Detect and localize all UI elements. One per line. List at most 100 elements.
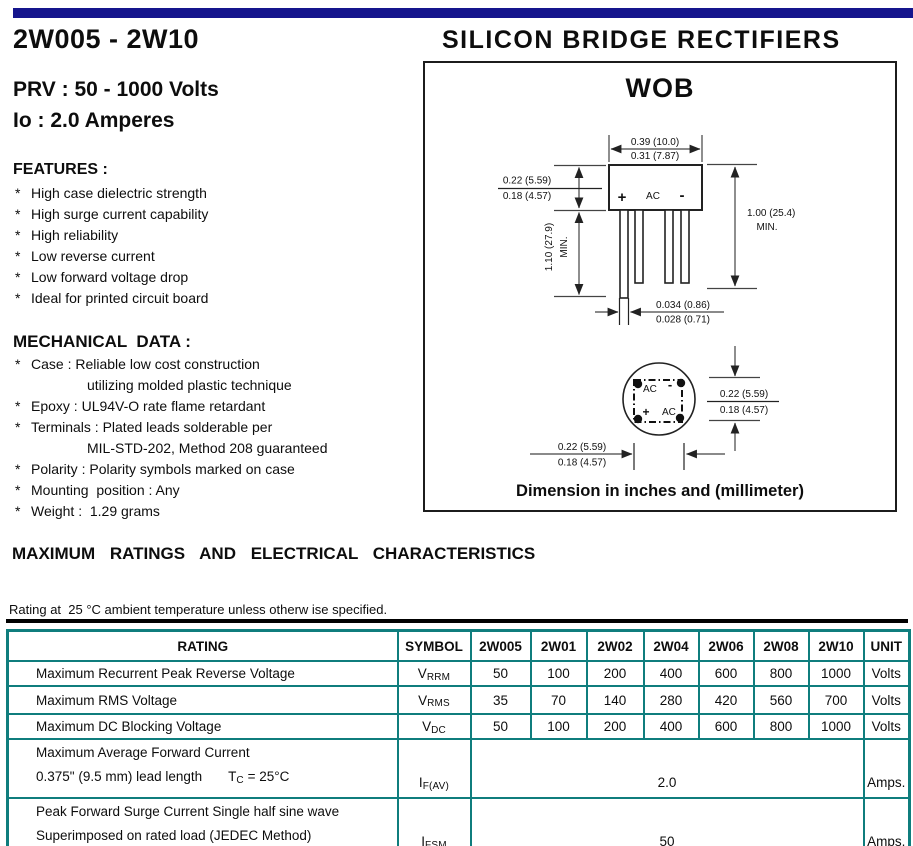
- dim-lead-thickness-max: 0.034 (0.86): [656, 300, 710, 311]
- ratings-note: Rating at 25 °C ambient temperature unle…: [9, 602, 388, 617]
- symbol-cell: IF(AV): [396, 738, 472, 799]
- symbol-sub: F(AV): [422, 780, 450, 792]
- value-cell: 280: [642, 685, 700, 715]
- rating-line2: Superimposed on rated load (JEDEC Method…: [36, 828, 312, 843]
- io-rating: Io : 2.0 Amperes: [13, 109, 175, 132]
- bullet: *: [15, 482, 21, 498]
- lead-positive: [619, 209, 629, 299]
- bottom-minus: -: [668, 377, 672, 392]
- dim-lead-length: 1.10 (27.9): [544, 223, 555, 271]
- table-header-row: RATING SYMBOL 2W005 2W01 2W02 2W04 2W06 …: [6, 629, 911, 662]
- value-cell: 420: [697, 685, 755, 715]
- value-cell: 600: [697, 660, 755, 687]
- dim-seated-height: 1.00 (25.4): [747, 208, 795, 219]
- value-cell: 140: [585, 685, 645, 715]
- rating-cell: Maximum Average Forward Current 0.375" (…: [6, 738, 399, 799]
- ratings-table-wrap: RATING SYMBOL 2W005 2W01 2W02 2W04 2W06 …: [6, 629, 911, 846]
- mechanical-item-continuation: utilizing molded plastic technique: [15, 375, 327, 396]
- symbol-main: V: [417, 666, 427, 681]
- section-divider: [6, 619, 908, 623]
- unit-cell: Volts: [862, 660, 911, 687]
- mechanical-data-list: *Case : Reliable low cost construction u…: [15, 354, 327, 522]
- wob-package-drawing: + AC - 0.39 (10.0) 0.31 (7.87) 0.22 (5.5…: [498, 135, 795, 470]
- table-row: Maximum DC Blocking Voltage VDC 50 100 2…: [6, 713, 911, 740]
- dim-width-min: 0.31 (7.87): [631, 151, 679, 162]
- feature-text: High case dielectric strength: [31, 185, 207, 201]
- col-unit: UNIT: [862, 629, 911, 662]
- value-cell: 70: [529, 685, 588, 715]
- mechanical-text: Epoxy : UL94V-O rate flame retardant: [31, 398, 266, 414]
- dim-width-max: 0.39 (10.0): [631, 137, 679, 148]
- front-view: [498, 135, 757, 325]
- part-number: 2W005 - 2W10: [13, 24, 200, 54]
- package-name: WOB: [625, 73, 695, 103]
- bullet: *: [15, 503, 21, 519]
- symbol-main: V: [418, 692, 428, 708]
- prv-rating: PRV : 50 - 1000 Volts: [13, 78, 219, 101]
- symbol-sub: DC: [431, 724, 446, 736]
- rating-cell: Peak Forward Surge Current Single half s…: [6, 797, 399, 846]
- page-title: SILICON BRIDGE RECTIFIERS: [442, 26, 841, 54]
- value-cell: 800: [752, 660, 810, 687]
- dim-pitch-v-min: 0.18 (4.57): [720, 405, 768, 416]
- rating-line1: Peak Forward Surge Current Single half s…: [36, 804, 340, 819]
- feature-item: * Low forward voltage drop: [15, 267, 208, 288]
- value-cell: 200: [585, 713, 645, 740]
- dim-body-h-max: 0.22 (5.59): [503, 176, 551, 187]
- bullet: *: [15, 269, 21, 285]
- dim-body-h-min: 0.18 (4.57): [503, 191, 551, 202]
- value-cell: 600: [697, 713, 755, 740]
- bullet: *: [15, 290, 21, 306]
- mechanical-text: Mounting position : Any: [31, 482, 180, 498]
- bullet: *: [15, 398, 21, 414]
- mechanical-item: * Epoxy : UL94V-O rate flame retardant: [15, 396, 327, 417]
- unit-cell: Amps.: [862, 797, 911, 846]
- col-rating: RATING: [6, 629, 399, 662]
- col-2w08: 2W08: [752, 629, 810, 662]
- merged-value-cell: 2.0: [469, 738, 865, 799]
- top-accent-bar: [13, 8, 913, 18]
- value-cell: 560: [752, 685, 810, 715]
- col-2w04: 2W04: [642, 629, 700, 662]
- col-2w10: 2W10: [807, 629, 865, 662]
- dim-pitch-h-max: 0.22 (5.59): [558, 442, 606, 453]
- feature-item: * High reliability: [15, 225, 208, 246]
- symbol-main: I: [418, 775, 423, 790]
- bottom-view-dims: [530, 346, 779, 470]
- bullet: *: [15, 185, 21, 201]
- symbol-cell: VDC: [396, 713, 472, 740]
- ac-mark: AC: [646, 191, 660, 202]
- mechanical-item: *Polarity : Polarity symbols marked on c…: [15, 459, 327, 480]
- feature-item: *Ideal for printed circuit board: [15, 288, 208, 309]
- table-row: Peak Forward Surge Current Single half s…: [6, 797, 911, 846]
- mechanical-text: MIL-STD-202, Method 208 guaranteed: [87, 440, 328, 456]
- minus-mark: -: [680, 187, 685, 204]
- bullet: *: [15, 227, 21, 243]
- symbol-main: I: [421, 834, 426, 846]
- dim-lead-length-min: MIN.: [559, 236, 570, 257]
- symbol-cell: VRMS: [396, 685, 472, 715]
- ratings-table: RATING SYMBOL 2W005 2W01 2W02 2W04 2W06 …: [6, 629, 911, 846]
- feature-item: * High case dielectric strength: [15, 183, 208, 204]
- mechanical-item: *Terminals : Plated leads solderable per: [15, 417, 327, 438]
- value-cell: 50: [469, 660, 532, 687]
- value-cell: 50: [469, 713, 532, 740]
- value-cell: 200: [585, 660, 645, 687]
- mechanical-text: Case : Reliable low cost construction: [31, 356, 260, 372]
- feature-text: High reliability: [31, 227, 119, 243]
- feature-text: Low forward voltage drop: [31, 269, 189, 285]
- value-cell: 400: [642, 713, 700, 740]
- col-symbol: SYMBOL: [396, 629, 472, 662]
- bullet: *: [15, 248, 21, 264]
- table-row: Maximum RMS Voltage VRMS 35 70 140 280 4…: [6, 685, 911, 715]
- symbol-cell: VRRM: [396, 660, 472, 687]
- mechanical-item: *Case : Reliable low cost construction: [15, 354, 327, 375]
- package-outline-box: WOB: [423, 61, 897, 512]
- ratings-section-heading: MAXIMUM RATINGS AND ELECTRICAL CHARACTER…: [12, 544, 536, 563]
- unit-cell: Volts: [862, 685, 911, 715]
- plus-mark: +: [618, 189, 627, 206]
- bottom-ac-top: AC: [643, 384, 657, 395]
- symbol-main: V: [422, 719, 432, 734]
- lead-ac1: [634, 209, 644, 284]
